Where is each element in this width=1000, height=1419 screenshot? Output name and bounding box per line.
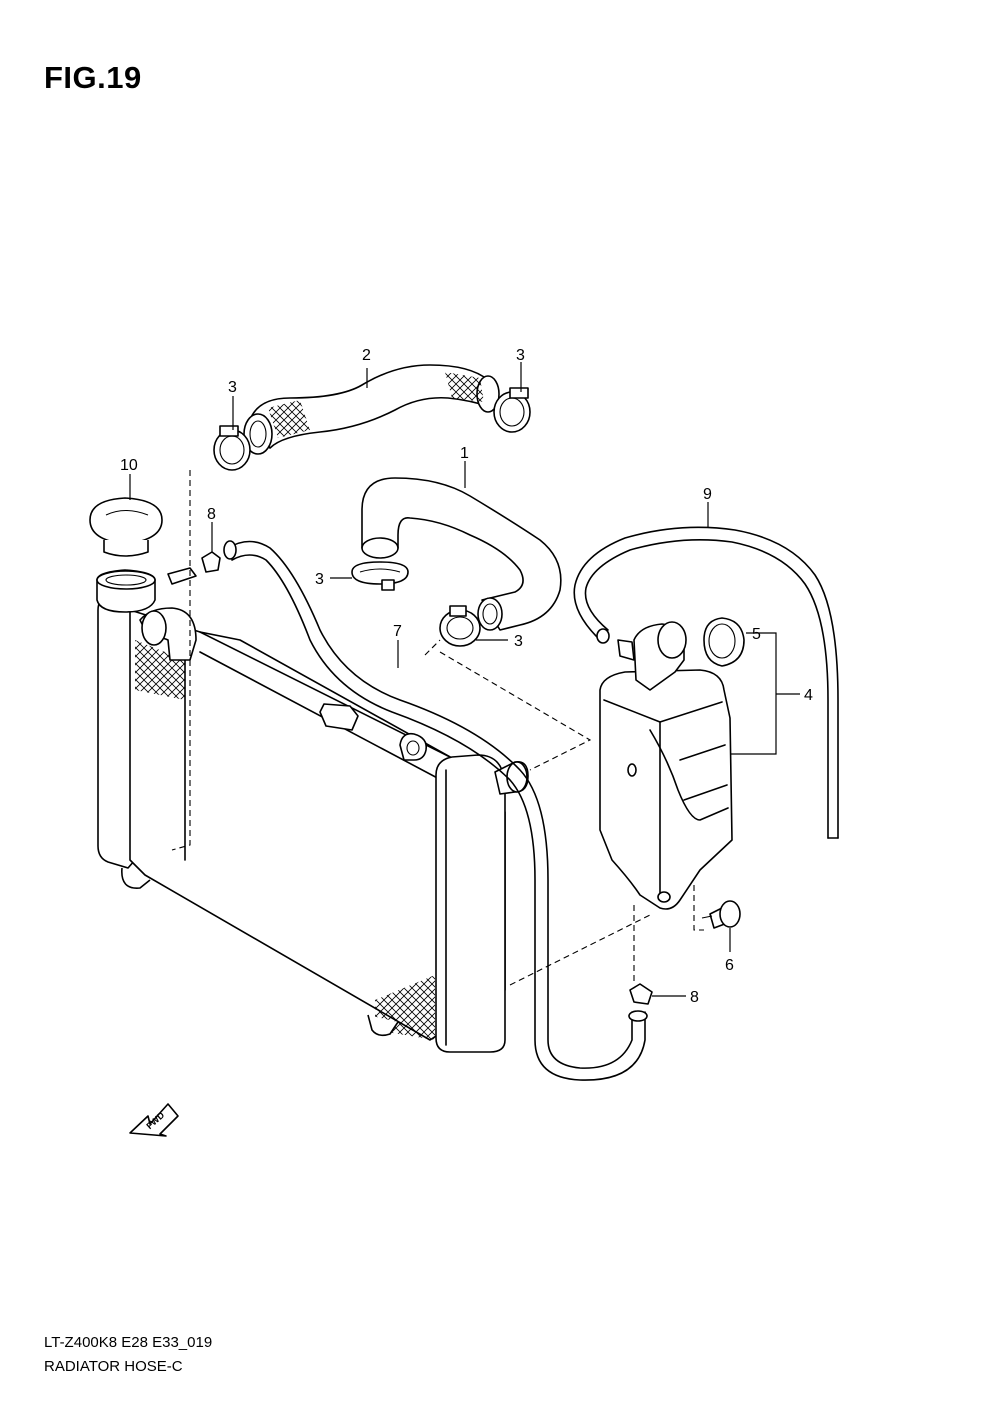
callout-2: 2 <box>362 347 371 364</box>
radiator-cap <box>89 497 163 557</box>
callout-9: 9 <box>703 486 712 503</box>
breather-hose <box>573 526 839 839</box>
callout-3-right-upper: 3 <box>516 347 525 364</box>
callout-7: 7 <box>393 623 402 640</box>
lower-hose <box>361 477 562 631</box>
callout-5: 5 <box>752 626 761 643</box>
callout-4: 4 <box>804 687 813 704</box>
clamp-left-upper <box>213 425 251 471</box>
clamp-mid <box>351 561 409 591</box>
upper-hose <box>243 364 500 455</box>
bolt <box>701 900 741 929</box>
radiator <box>96 569 529 1053</box>
forward-direction-arrow-icon: FWD <box>129 1103 179 1137</box>
callout-3-lower: 3 <box>514 633 523 650</box>
overflow-hose <box>223 540 648 1081</box>
clamp-lower <box>439 605 481 647</box>
clip-upper <box>167 551 221 585</box>
reservoir-tank <box>599 621 733 910</box>
model-code: LT-Z400K8 E28 E33_019 <box>44 1334 213 1351</box>
figure-title: FIG.19 <box>44 60 142 95</box>
callout-3-mid: 3 <box>315 571 324 588</box>
callout-8-lower: 8 <box>690 989 699 1006</box>
callout-1: 1 <box>460 445 469 462</box>
diagram-footer: LT-Z400K8 E28 E33_019 RADIATOR HOSE-C <box>44 1331 212 1379</box>
reservoir-cap <box>703 617 745 667</box>
callout-10: 10 <box>120 457 138 474</box>
clamp-right-upper <box>493 387 531 433</box>
section-name: RADIATOR HOSE-C <box>44 1358 183 1375</box>
callout-3-left-upper: 3 <box>228 379 237 396</box>
clip-lower <box>629 983 653 1005</box>
callout-6: 6 <box>725 957 734 974</box>
callout-8-upper: 8 <box>207 506 216 523</box>
